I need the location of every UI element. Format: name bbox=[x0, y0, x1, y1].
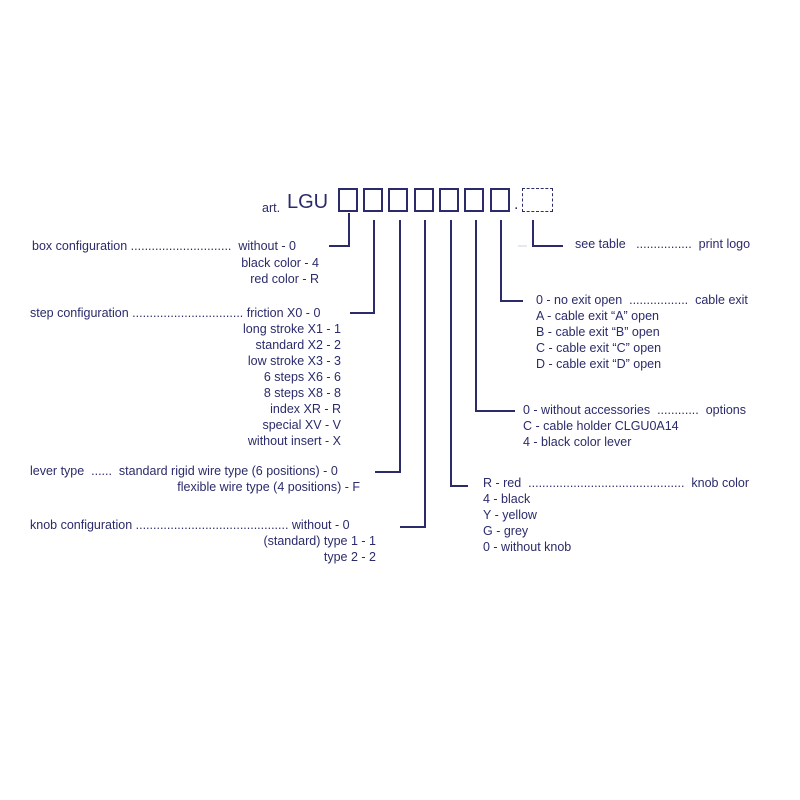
code-box-4 bbox=[414, 188, 434, 212]
connector-step-configuration bbox=[350, 220, 375, 314]
options-line-0: 0 - without accessories ............ opt… bbox=[523, 403, 747, 417]
step-config-line-4: 6 steps X6 - 6 bbox=[263, 370, 341, 384]
code-box-1 bbox=[338, 188, 358, 212]
code-box-7 bbox=[490, 188, 510, 212]
knob-color-line-2: Y - yellow bbox=[483, 508, 537, 522]
connector-lever-type bbox=[375, 220, 401, 473]
connector-box-configuration bbox=[329, 213, 350, 247]
step-config-line-8: without insert - X bbox=[247, 434, 341, 448]
step-config-line-0: step configuration .....................… bbox=[30, 306, 321, 320]
code-box-optional bbox=[522, 188, 553, 212]
knob-config-line-0: knob configuration .....................… bbox=[30, 518, 350, 532]
options-line-2: 4 - black color lever bbox=[523, 435, 632, 449]
code-box-3 bbox=[388, 188, 408, 212]
knob-color-line-4: 0 - without knob bbox=[483, 540, 572, 554]
step-config-line-2: standard X2 - 2 bbox=[255, 338, 341, 352]
lever-type-line-0: lever type ...... standard rigid wire ty… bbox=[30, 464, 338, 478]
code-name: LGU bbox=[287, 191, 329, 213]
knob-color-line-1: 4 - black bbox=[483, 492, 531, 506]
cable-exit-line-1: A - cable exit “A” open bbox=[536, 309, 659, 323]
code-prefix: art. bbox=[262, 201, 281, 215]
connector-print-logo bbox=[532, 220, 563, 247]
step-config-line-1: long stroke X1 - 1 bbox=[243, 322, 341, 336]
box-config-line-2: red color - R bbox=[250, 272, 319, 286]
options-line-1: C - cable holder CLGU0A14 bbox=[523, 419, 679, 433]
code-box-6 bbox=[464, 188, 484, 212]
cable-exit-line-4: D - cable exit “D” open bbox=[536, 357, 662, 371]
box-config-line-0: box configuration ......................… bbox=[32, 239, 297, 253]
knob-config-line-2: type 2 - 2 bbox=[323, 550, 376, 564]
step-config-line-5: 8 steps X8 - 8 bbox=[263, 386, 341, 400]
connector-knob-color bbox=[450, 220, 468, 487]
print-logo-line-0: see table ................ print logo bbox=[575, 237, 751, 251]
knob-color-line-3: G - grey bbox=[483, 524, 529, 538]
knob-color-line-0: R - red ................................… bbox=[483, 476, 750, 490]
cable-exit-line-2: B - cable exit “B” open bbox=[536, 325, 660, 339]
knob-config-line-1: (standard) type 1 - 1 bbox=[263, 534, 376, 548]
step-config-line-6: index XR - R bbox=[270, 402, 341, 416]
code-box-5 bbox=[439, 188, 459, 212]
code-separator: . bbox=[514, 196, 519, 213]
cable-exit-line-3: C - cable exit “C” open bbox=[536, 341, 662, 355]
step-config-line-7: special XV - V bbox=[262, 418, 341, 432]
connector-cable-exit bbox=[500, 220, 523, 302]
cable-exit-line-0: 0 - no exit open ................. cable… bbox=[536, 293, 748, 307]
code-box-2 bbox=[363, 188, 383, 212]
step-config-line-3: low stroke X3 - 3 bbox=[247, 354, 341, 368]
connector-options bbox=[475, 220, 515, 412]
connector-knob-configuration bbox=[400, 220, 426, 528]
box-config-line-1: black color - 4 bbox=[241, 256, 319, 270]
lever-type-line-1: flexible wire type (4 positions) - F bbox=[177, 480, 360, 494]
